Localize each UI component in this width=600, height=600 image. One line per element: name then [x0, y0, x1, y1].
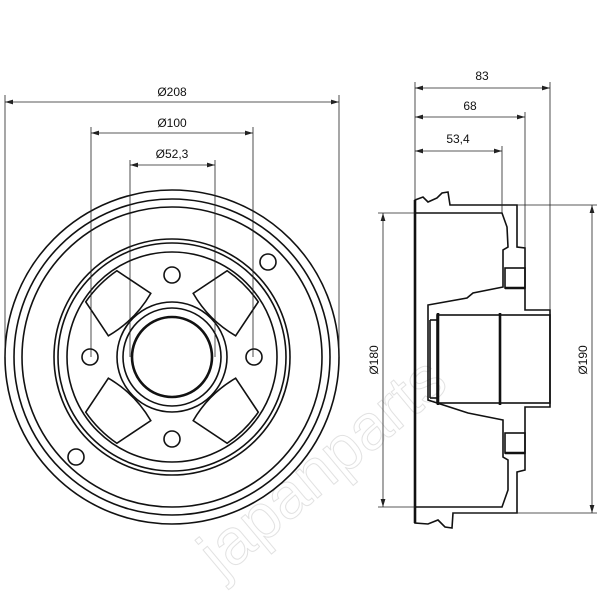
dim-outer-diameter: Ø208 — [4, 85, 340, 357]
center-bore — [130, 315, 214, 399]
svg-text:Ø100: Ø100 — [157, 116, 187, 130]
bolt-holes — [81, 266, 263, 448]
stud-hole — [504, 267, 526, 289]
dim-190: Ø190 — [453, 204, 597, 514]
svg-text:Ø208: Ø208 — [157, 85, 187, 99]
small-hole — [67, 448, 85, 466]
flange-outer — [53, 238, 291, 476]
svg-text:Ø190: Ø190 — [576, 345, 590, 375]
dim-180: Ø180 — [367, 212, 415, 508]
dim-center-bore: Ø52,3 — [129, 147, 216, 357]
small-hole — [259, 253, 277, 271]
hub — [116, 301, 228, 413]
stud-hole — [504, 432, 526, 454]
dim-53-4: 53,4 — [415, 132, 503, 213]
drum-profile — [414, 191, 551, 529]
svg-text:68: 68 — [463, 99, 477, 113]
side-view — [413, 191, 551, 529]
bearing-bushing — [436, 314, 551, 404]
svg-text:Ø52,3: Ø52,3 — [156, 147, 189, 161]
dim-bolt-circle: Ø100 — [90, 116, 254, 357]
front-view — [4, 189, 340, 525]
dim-83: 83 — [414, 69, 551, 310]
drum-inner — [415, 212, 509, 508]
svg-text:83: 83 — [475, 69, 489, 83]
windows — [84, 269, 260, 445]
svg-text:Ø180: Ø180 — [367, 345, 381, 375]
dim-68: 68 — [415, 99, 526, 248]
svg-text:53,4: 53,4 — [446, 132, 470, 146]
